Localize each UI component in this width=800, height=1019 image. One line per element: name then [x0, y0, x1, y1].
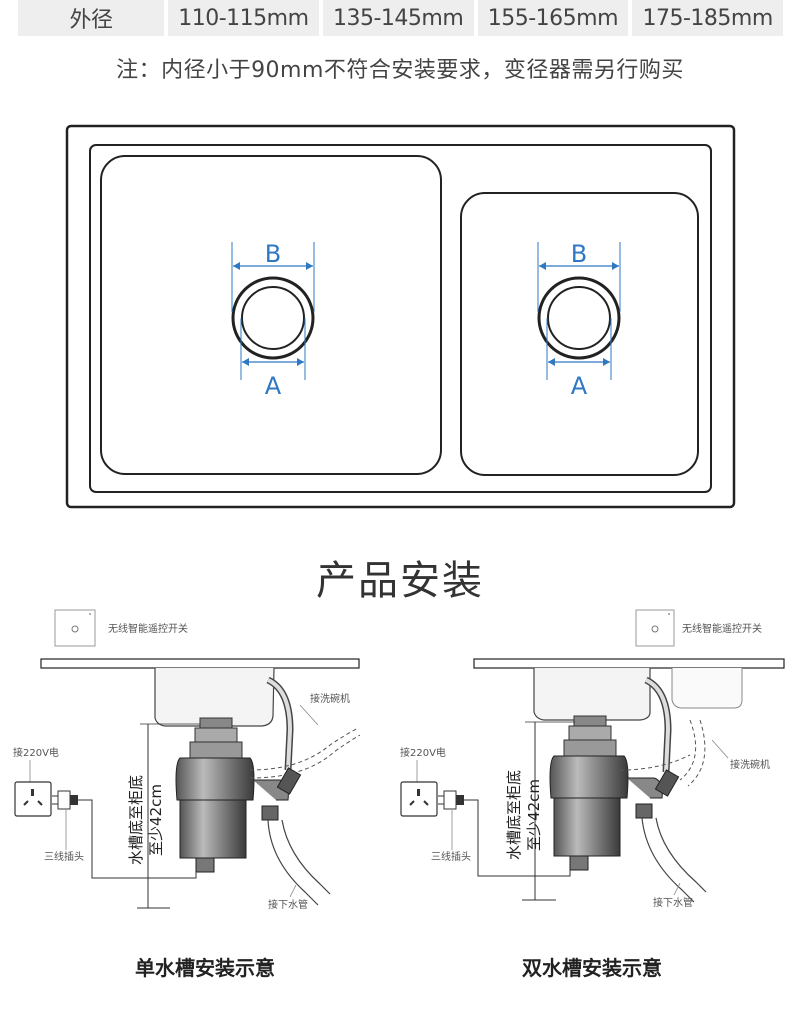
single-sink-caption: 单水槽安装示意: [135, 956, 275, 980]
single-sink-diagram: 无线智能遥控开关 接洗碗机 接下水管 水槽底至柜底 至少42cm: [13, 609, 361, 911]
double-plug-icon: [443, 790, 457, 810]
double-dishwasher-label: 接洗碗机: [730, 758, 770, 771]
double-switch-label: 无线智能遥控开关: [682, 622, 762, 635]
right-label-b: B: [571, 240, 587, 268]
single-drain-label: 接下水管: [268, 898, 308, 911]
single-plug-label: 三线插头: [44, 850, 84, 863]
double-height-label-1: 水槽底至柜底: [505, 770, 523, 860]
spec-label-outer-diameter: 外径: [18, 0, 164, 36]
double-sink-diagram: 无线智能遥控开关 接洗碗机 接下水管 水槽底至柜底 至少42cm: [400, 609, 785, 909]
installation-diagrams: 无线智能遥控开关 接洗碗机 接下水管 水槽底至柜底 至少42cm: [13, 609, 785, 911]
left-drain: [231, 242, 315, 380]
double-drain-label: 接下水管: [653, 896, 693, 909]
single-power-label: 接220V电: [13, 746, 59, 759]
install-note: 注：内径小于90mm不符合安装要求，变径器需另行购买: [116, 58, 684, 83]
single-height-label-2: 至少42cm: [147, 784, 165, 856]
double-plug-label: 三线插头: [431, 850, 471, 863]
wireless-switch-icon-2: [635, 609, 675, 647]
single-plug-icon: [57, 790, 71, 810]
section-title: 产品安装: [316, 558, 484, 604]
right-label-a: A: [571, 372, 588, 400]
single-switch-label: 无线智能遥控开关: [108, 622, 188, 635]
spec-value-2: 135-145mm: [322, 0, 474, 36]
wireless-switch-icon: [54, 609, 96, 647]
single-power-socket-icon: [14, 781, 52, 817]
spec-table: 外径 110-115mm 135-145mm 155-165mm 175-185…: [18, 0, 783, 36]
spec-value-3: 155-165mm: [477, 0, 629, 36]
single-height-label-1: 水槽底至柜底: [127, 775, 145, 865]
left-bowl: [100, 155, 442, 475]
spec-value-4: 175-185mm: [632, 0, 783, 36]
spec-value-1: 110-115mm: [168, 0, 319, 36]
single-dishwasher-label: 接洗碗机: [310, 692, 350, 705]
double-height-label-2: 至少42cm: [525, 779, 543, 851]
sink-top-view-diagram: B A B A: [65, 124, 736, 509]
right-bowl: [460, 192, 699, 476]
right-drain: [537, 242, 621, 380]
double-power-socket-icon: [400, 781, 438, 817]
left-label-b: B: [265, 240, 281, 268]
left-label-a: A: [265, 372, 282, 400]
double-power-label: 接220V电: [400, 746, 446, 759]
double-sink-caption: 双水槽安装示意: [522, 956, 662, 980]
